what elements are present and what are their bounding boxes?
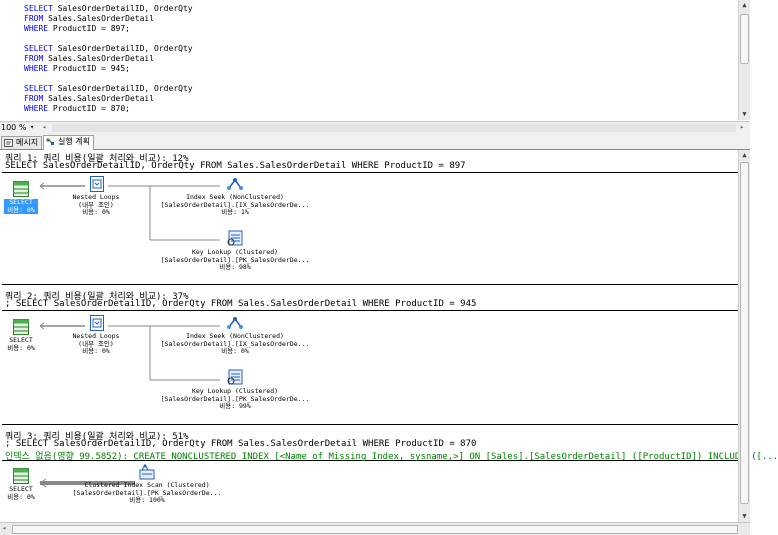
index-seek-icon[interactable] xyxy=(227,176,243,195)
scroll-thumb[interactable] xyxy=(12,525,738,534)
code-line: WHERE ProductID = 897; xyxy=(24,24,130,33)
sql-editor[interactable]: SELECT SalesOrderDetailID, OrderQty FROM… xyxy=(0,0,738,120)
scroll-thumb[interactable] xyxy=(740,14,749,64)
nested-loops-label[interactable]: Nested Loops (내부 조인) 비용: 0% xyxy=(72,332,120,355)
code-line: SELECT SalesOrderDetailID, OrderQty xyxy=(24,84,193,93)
code-line: FROM Sales.SalesOrderDetail xyxy=(24,14,155,23)
query-sql: SELECT SalesOrderDetailID, OrderQty FROM… xyxy=(5,161,466,171)
select-operator-label[interactable]: SELECT 비용: 0% xyxy=(7,485,35,501)
code-line: WHERE ProductID = 870; xyxy=(24,104,130,113)
results-horizontal-scrollbar[interactable]: ◂ xyxy=(0,522,750,535)
zoom-bar: 100 % ▾ ◂ ▸ xyxy=(0,121,750,136)
query-separator xyxy=(2,284,738,285)
select-operator-icon[interactable] xyxy=(13,181,29,200)
clustered-index-scan-icon[interactable] xyxy=(139,464,155,483)
code-line: WHERE ProductID = 945; xyxy=(24,64,130,73)
key-lookup-label[interactable]: Key Lookup (Clustered) [SalesOrderDetail… xyxy=(160,248,310,271)
query-title: 쿼리 3: 쿼리 비용(일괄 처리와 비교): 51% xyxy=(5,432,189,442)
scroll-up-icon[interactable]: ▲ xyxy=(742,151,747,159)
key-lookup-label[interactable]: Key Lookup (Clustered) [SalesOrderDetail… xyxy=(160,387,310,410)
scroll-right-icon[interactable]: ▸ xyxy=(740,123,745,131)
select-operator-icon[interactable] xyxy=(13,319,29,338)
query-header: 쿼리 3: 쿼리 비용(일괄 처리와 비교): 51% ; SELECT Sal… xyxy=(2,428,778,462)
key-lookup-icon[interactable] xyxy=(227,369,243,388)
scroll-thumb[interactable] xyxy=(740,162,749,504)
nested-loops-icon[interactable] xyxy=(90,176,104,195)
select-operator-icon[interactable] xyxy=(13,468,29,487)
scroll-down-icon[interactable]: ▼ xyxy=(742,512,747,520)
chevron-down-icon[interactable]: ▾ xyxy=(30,123,35,131)
editor-vertical-scrollbar[interactable]: ▲ ▼ xyxy=(738,0,750,120)
query-separator xyxy=(2,424,738,425)
scroll-left-icon[interactable]: ◂ xyxy=(42,123,47,131)
tab-execution-plan[interactable]: 실행 계획 xyxy=(43,135,94,150)
code-line: SELECT SalesOrderDetailID, OrderQty xyxy=(24,44,193,53)
results-tabs: 메시지 실행 계획 xyxy=(0,135,750,150)
nested-loops-label[interactable]: Nested Loops (내부 조인) 비용: 0% xyxy=(72,193,120,216)
missing-index-hint[interactable]: 인덱스 없음(영향 99.5852): CREATE NONCLUSTERED … xyxy=(5,452,778,462)
nested-loops-icon[interactable] xyxy=(90,315,104,334)
query-title: 쿼리 2: 쿼리 비용(일괄 처리와 비교): 37% xyxy=(5,292,189,302)
query-sql: ; SELECT SalesOrderDetailID, OrderQty FR… xyxy=(5,439,477,449)
query-header: 쿼리 1: 쿼리 비용(일괄 처리와 비교): 12% SELECT Sales… xyxy=(2,150,738,173)
results-vertical-scrollbar[interactable]: ▲ ▼ xyxy=(738,150,750,522)
index-seek-label[interactable]: Index Seek (NonClustered) [SalesOrderDet… xyxy=(160,193,310,216)
clustered-index-scan-label[interactable]: Clustered Index Scan (Clustered) [SalesO… xyxy=(72,481,222,504)
select-operator-label[interactable]: SELECT 비용: 0% xyxy=(7,336,35,352)
query-title: 쿼리 1: 쿼리 비용(일괄 처리와 비교): 12% xyxy=(5,154,189,164)
tab-label: 메시지 xyxy=(16,138,39,147)
editor-horizontal-scrollbar[interactable] xyxy=(52,124,736,132)
code-line: FROM Sales.SalesOrderDetail xyxy=(24,94,155,103)
message-icon xyxy=(4,139,13,147)
scroll-down-icon[interactable]: ▼ xyxy=(742,110,747,118)
index-seek-icon[interactable] xyxy=(227,315,243,334)
select-operator-label[interactable]: SELECT 비용: 0% xyxy=(4,198,38,214)
scroll-up-icon[interactable]: ▲ xyxy=(742,1,747,9)
tab-label: 실행 계획 xyxy=(58,137,90,146)
query-header: 쿼리 2: 쿼리 비용(일괄 처리와 비교): 37% ; SELECT Sal… xyxy=(2,288,738,311)
key-lookup-icon[interactable] xyxy=(227,230,243,249)
code-line: SELECT SalesOrderDetailID, OrderQty xyxy=(24,4,193,13)
zoom-level[interactable]: 100 % xyxy=(1,123,27,132)
code-line: FROM Sales.SalesOrderDetail xyxy=(24,54,155,63)
scroll-left-icon[interactable]: ◂ xyxy=(2,524,7,532)
execution-plan-icon xyxy=(46,138,54,145)
query-sql: ; SELECT SalesOrderDetailID, OrderQty FR… xyxy=(5,299,477,309)
tab-messages[interactable]: 메시지 xyxy=(1,136,43,149)
index-seek-label[interactable]: Index Seek (NonClustered) [SalesOrderDet… xyxy=(160,332,310,355)
